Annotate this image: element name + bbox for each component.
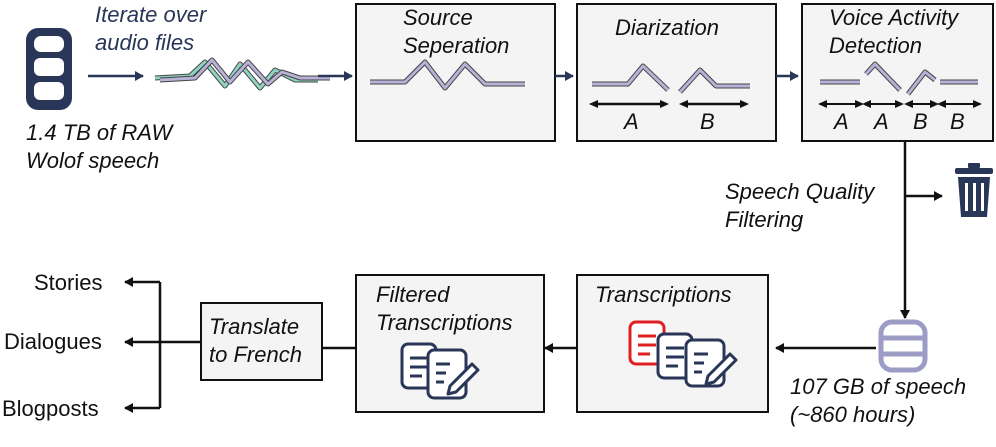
quality-filter-label-line2: Filtering <box>725 207 804 232</box>
vad-box <box>801 3 994 142</box>
diarization-waveform <box>592 63 750 94</box>
diarization-box <box>576 3 777 142</box>
documents-icon <box>628 320 738 388</box>
filtered-label-line1: Filtered <box>376 282 450 307</box>
transcriptions-label: Transcriptions <box>595 282 732 307</box>
translate-label-line2: to French <box>209 342 302 367</box>
source-separation-label-line2: Seperation <box>403 33 509 58</box>
vad-label-line1: Voice Activity <box>829 5 960 30</box>
vad-speaker-1: A <box>832 109 849 134</box>
diarization-label: Diarization <box>615 15 719 40</box>
source-separation-label-line1: Source <box>403 5 473 30</box>
filtered-label-line2: Transcriptions <box>376 310 513 335</box>
vad-speaker-2: A <box>872 109 889 134</box>
filtered-database-icon <box>878 319 928 373</box>
result-size-label-line2: (~860 hours) <box>790 402 915 427</box>
output-dialogues: Dialogues <box>4 329 102 354</box>
output-blogposts: Blogposts <box>2 396 99 421</box>
diarization-speaker-b: B <box>700 109 715 134</box>
filtered-documents-icon <box>400 342 480 400</box>
translate-box <box>200 302 323 381</box>
vad-speaker-3: B <box>913 109 928 134</box>
output-stories: Stories <box>34 270 102 295</box>
result-size-label-line1: 107 GB of speech <box>790 374 966 399</box>
quality-filter-label-line1: Speech Quality <box>725 179 876 204</box>
vad-waveform <box>820 61 978 96</box>
dataset-label-line1: 1.4 TB of RAW <box>26 120 175 145</box>
translate-label-line1: Translate <box>209 314 299 339</box>
vad-label-line2: Detection <box>829 33 922 58</box>
iterate-label-line1: Iterate over <box>95 2 208 27</box>
audio-files-waveform <box>154 57 330 91</box>
dataset-label-line2: Wolof speech <box>26 148 159 173</box>
raw-database-icon <box>26 28 72 110</box>
diarization-speaker-a: A <box>622 109 639 134</box>
separated-waveform <box>370 59 525 91</box>
vad-speaker-4: B <box>950 109 965 134</box>
trash-icon <box>955 163 993 217</box>
iterate-label-line2: audio files <box>95 30 194 55</box>
